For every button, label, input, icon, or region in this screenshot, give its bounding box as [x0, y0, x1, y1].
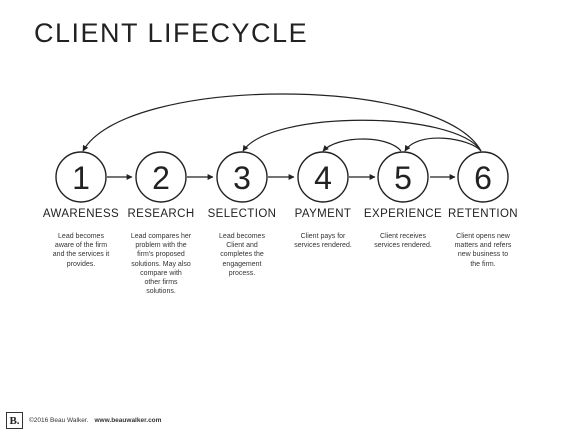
stage-label-selection: SELECTION	[207, 208, 277, 220]
stage-desc-payment: Client pays for services rendered.	[278, 232, 368, 250]
desc-line: Lead becomes	[219, 233, 265, 240]
copyright-text: ©2016 Beau Walker.	[29, 417, 89, 424]
footer: B. ©2016 Beau Walker. www.beauwalker.com	[6, 412, 161, 429]
desc-line: solutions. May also	[131, 260, 191, 268]
stage-number-4: 4	[314, 160, 332, 196]
loop-arrow-6-to-5	[404, 137, 482, 152]
desc-line: Client receives	[380, 233, 426, 240]
stage-node-4: 4	[297, 151, 349, 203]
stage-node-3: 3	[216, 151, 268, 203]
stage-node-6: 6	[457, 151, 509, 203]
stage-node-5: 5	[377, 151, 429, 203]
stage-number-1: 1	[72, 160, 90, 196]
desc-line: solutions.	[146, 288, 176, 296]
desc-line: firm's proposed	[137, 251, 185, 259]
stage-label-retention: RETENTION	[447, 208, 519, 220]
loop-arrow-5-to-4	[322, 138, 402, 152]
brand-logo: B.	[6, 412, 23, 429]
desc-line: provides.	[66, 260, 96, 268]
desc-line: Client and	[226, 242, 258, 250]
footer-link[interactable]: www.beauwalker.com	[94, 417, 162, 424]
stage-label-awareness: AWARENESS	[42, 208, 120, 220]
desc-line: aware of the firm	[54, 242, 108, 250]
page-title: CLIENT LIFECYCLE	[34, 18, 309, 48]
desc-line: services rendered.	[294, 242, 352, 250]
stage-number-6: 6	[474, 160, 492, 196]
desc-line: new business to	[457, 251, 509, 259]
desc-line: the firm.	[470, 260, 496, 268]
desc-line: and the services it	[52, 251, 110, 259]
stage-label-research: RESEARCH	[127, 208, 195, 220]
loop-arrow-6-to-3	[242, 119, 482, 152]
stage-number-3: 3	[233, 160, 251, 196]
desc-line: matters and refers	[454, 242, 512, 250]
desc-line: process.	[228, 269, 256, 277]
stage-number-5: 5	[394, 160, 412, 196]
stage-desc-experience: Client receives services rendered.	[358, 232, 448, 250]
stage-label-experience: EXPERIENCE	[363, 208, 443, 220]
stage-number-2: 2	[152, 160, 170, 196]
desc-line: Lead compares her	[130, 233, 192, 240]
stage-node-2: 2	[135, 151, 187, 203]
loop-arrow-6-to-1	[82, 93, 482, 152]
stage-desc-awareness: Lead becomes aware of the firm and the s…	[36, 232, 126, 269]
desc-line: services rendered.	[374, 242, 432, 250]
desc-line: problem with the	[135, 242, 187, 250]
desc-line: Lead becomes	[58, 233, 104, 240]
stage-node-1: 1	[55, 151, 107, 203]
desc-line: compare with	[140, 269, 182, 277]
desc-line: Client opens new	[456, 233, 510, 240]
stage-desc-research: Lead compares her problem with the firm'…	[116, 232, 206, 296]
desc-line: engagement	[222, 260, 262, 268]
desc-line: other firms	[144, 279, 178, 287]
stage-desc-selection: Lead becomes Client and completes the en…	[197, 232, 287, 278]
stage-label-payment: PAYMENT	[294, 208, 352, 220]
desc-line: Client pays for	[300, 233, 346, 240]
desc-line: completes the	[220, 251, 264, 259]
stage-desc-retention: Client opens new matters and refers new …	[438, 232, 528, 269]
